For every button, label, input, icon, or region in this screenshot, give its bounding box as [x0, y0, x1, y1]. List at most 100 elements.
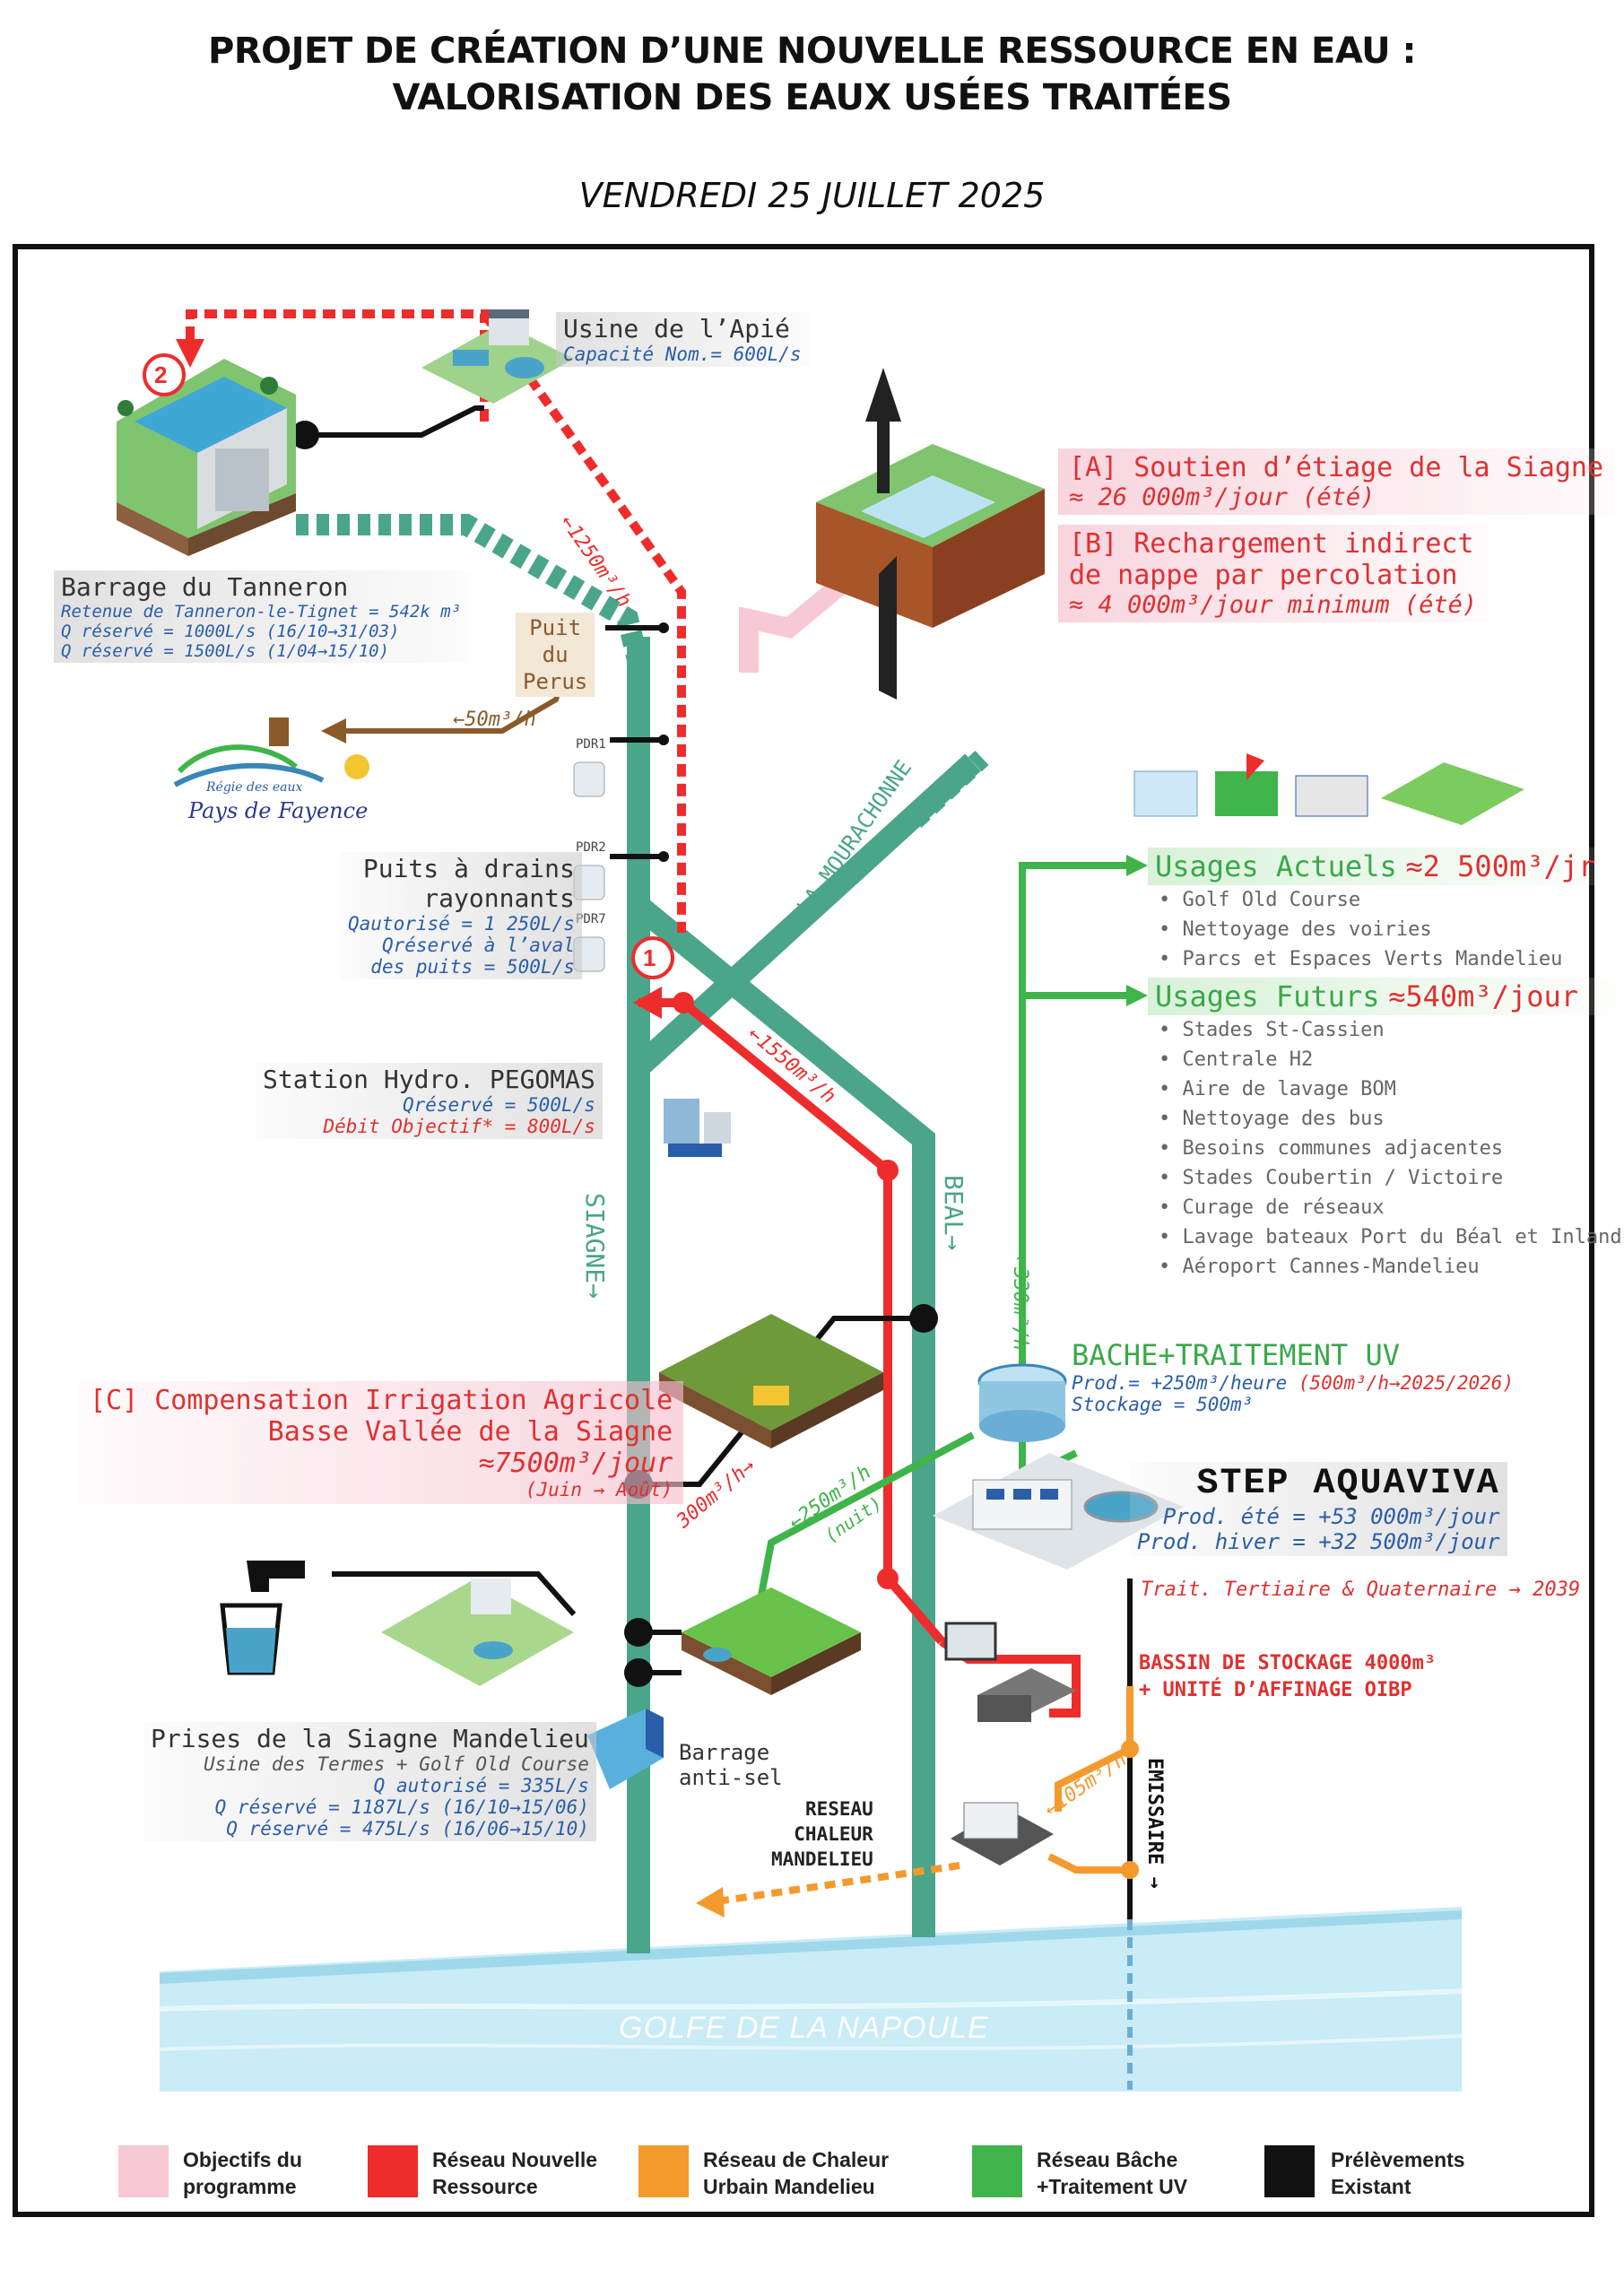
apie-name: Usine de l’Apié — [563, 314, 790, 344]
usages-actuels-item: • Parcs et Espaces Verts Mandelieu — [1159, 948, 1563, 970]
puits-line1: Qautorisé = 1 250L/s — [348, 913, 575, 935]
legend-swatch-chaleur — [638, 2145, 689, 2197]
bache-illustration — [977, 1363, 1067, 1442]
objective-a-value: ≈ 26 000m³/jour (été) — [1069, 483, 1376, 511]
usages-futurs-list: • Stades St-Cassien• Centrale H2• Aire d… — [1148, 1015, 1622, 1282]
usages-futurs-item: • Besoins communes adjacentes — [1159, 1137, 1504, 1160]
apie-plant-illustration — [421, 309, 574, 404]
usages-futurs-item: • Nettoyage des bus — [1159, 1108, 1385, 1130]
tanneron-line3: Q réservé = 1500L/s (1/04→15/10) — [61, 641, 390, 661]
step-trait: Trait. Tertiaire & Quaternaire → 2039 — [1141, 1578, 1581, 1601]
title-line1: PROJET DE CRÉATION D’UNE NOUVELLE RESSOU… — [208, 30, 1417, 72]
legend-text-nouvelle-ressource: Réseau Nouvelle Ressource — [432, 2146, 597, 2200]
orange-node — [1121, 1861, 1139, 1879]
step-title: STEP AQUAVIVA — [1196, 1464, 1500, 1504]
step-label: STEP AQUAVIVA Prod. été = +53 000m³/jour… — [1130, 1462, 1507, 1556]
chaleur-line2: CHALEUR — [794, 1823, 873, 1845]
tanneron-name: Barrage du Tanneron — [61, 572, 349, 602]
legend-swatch-objectifs — [118, 2145, 169, 2197]
bache-title: BACHE+TRAITEMENT UV — [1072, 1338, 1401, 1372]
usages-futurs-item: • Aéroport Cannes-Mandelieu — [1159, 1256, 1480, 1278]
objective-arrow — [739, 575, 850, 673]
objective-b-value: ≈ 4 000m³/jour minimum (été) — [1069, 591, 1478, 619]
pdr7-label: PDR7 — [576, 912, 606, 926]
usages-actuels-value: ≈2 500m³/jr — [1405, 849, 1596, 883]
objective-a-label: [A] Soutien d’étiage de la Siagne ≈ 26 0… — [1058, 448, 1615, 515]
pegomas-illustration — [664, 1099, 731, 1157]
aquifer-illustration — [816, 368, 1045, 700]
legend-nouvelle-line2: Ressource — [432, 2175, 538, 2198]
field-illustration — [659, 1314, 883, 1448]
objective-c-label: [C] Compensation Irrigation Agricole Bas… — [79, 1381, 684, 1504]
usages-actuels: Usages Actuels ≈2 500m³/jr • Golf Old Co… — [1148, 848, 1603, 974]
puits-drains-label: Puits à drains rayonnants Qautorisé = 1 … — [341, 852, 582, 979]
step-ete: Prod. été = +53 000m³/jour — [1162, 1504, 1500, 1529]
siagne-label: SIAGNE→ — [580, 1193, 610, 1300]
orange-arrow — [696, 1887, 725, 1918]
usages-actuels-title: Usages Actuels — [1155, 849, 1397, 883]
pegomas-line1: Qréservé = 500L/s — [402, 1094, 595, 1116]
legend-objectifs-line2: programme — [183, 2175, 297, 2198]
bache-prod-red: (500m³/h→2025/2026) — [1298, 1372, 1515, 1394]
bache-prod: Prod.= +250m³/heure — [1072, 1372, 1288, 1394]
legend-swatch-bache — [972, 2145, 1022, 2197]
objective-c-period: (Juin → Août) — [525, 1479, 673, 1500]
objective-b-title2: de nappe par percolation — [1069, 560, 1458, 591]
brown-arrow — [321, 718, 346, 744]
dam-illustration — [117, 359, 296, 556]
red-arrow-left — [633, 987, 662, 1019]
date: VENDREDI 25 JUILLET 2025 — [578, 176, 1046, 215]
usages-futurs-item: • Centrale H2 — [1159, 1048, 1314, 1071]
objective-b-label: [B] Rechargement indirect de nappe par p… — [1058, 525, 1489, 622]
perus-line1: Puit — [529, 615, 582, 640]
legend-nouvelle-line1: Réseau Nouvelle — [432, 2148, 598, 2171]
prises-plant-illustration — [381, 1578, 574, 1686]
river-mourachonne — [908, 750, 989, 829]
prises-line2: Q autorisé = 335L/s — [373, 1775, 589, 1796]
bache-label: BACHE+TRAITEMENT UV Prod.= +250m³/heure … — [1072, 1338, 1514, 1415]
pdr2-label: PDR2 — [576, 840, 606, 855]
sea — [159, 1907, 1463, 2092]
legend-objectifs-line1: Objectifs du — [183, 2148, 302, 2171]
pegomas-line2: Débit Objectif* = 800L/s — [323, 1116, 595, 1137]
green-arrow — [1126, 985, 1148, 1006]
usages-futurs: Usages Futurs ≈540m³/jour • Stades St-Ca… — [1148, 978, 1622, 1282]
legend-swatch-nouvelle-ressource — [368, 2145, 418, 2197]
usages-futurs-item: • Curage de réseaux — [1159, 1196, 1385, 1219]
legend-chaleur-line1: Réseau de Chaleur — [703, 2148, 890, 2171]
golf-illustration — [682, 1587, 861, 1695]
emissaire-label: EMISSAIRE → — [1143, 1758, 1166, 1889]
flow-330: ←330m³/h — [1009, 1256, 1031, 1351]
marker-1 — [631, 936, 674, 979]
marker-1-label: 1 — [643, 944, 656, 971]
diagram-frame — [13, 244, 1594, 2217]
usages-actuels-list: • Golf Old Course • Nettoyage des voiries… — [1148, 885, 1602, 974]
usages-futurs-item: • Lavage bateaux Port du Béal et Inland — [1159, 1226, 1622, 1248]
red-node — [877, 1160, 899, 1181]
chaleur-line3: MANDELIEU — [771, 1848, 873, 1870]
usages-futurs-item: • Aire de lavage BOM — [1159, 1078, 1396, 1100]
objective-a-title: [A] Soutien d’étiage de la Siagne — [1069, 452, 1604, 483]
barrage-antisel-label: Barrage anti-sel — [679, 1740, 783, 1790]
bassin-illustration — [944, 1622, 1076, 1722]
legend-bache-line1: Réseau Bâche — [1037, 2148, 1178, 2171]
puits-line2: Qréservé à l’aval — [381, 935, 575, 956]
legend-swatch-prelevements — [1264, 2145, 1315, 2197]
apie-label: Usine de l’Apié Capacité Nom.= 600L/s — [556, 312, 809, 367]
prises-line1: Usine des Termes + Golf Old Course — [204, 1753, 589, 1775]
pdr1-label: PDR1 — [576, 737, 606, 752]
reseau-chaleur-label: RESEAU CHALEUR MANDELIEU — [771, 1796, 873, 1872]
river-upper-dashed — [296, 514, 649, 666]
bassin-label: BASSIN DE STOCKAGE 4000m³ + UNITÉ D’AFFI… — [1139, 1650, 1436, 1704]
objective-c-value: ≈7500m³/jour — [478, 1448, 673, 1479]
marker-2-label: 2 — [154, 361, 168, 388]
usages-futurs-title: Usages Futurs — [1155, 979, 1380, 1013]
pegomas-name: Station Hydro. PEGOMAS — [263, 1065, 595, 1094]
usages-actuels-item: • Nettoyage des voiries — [1159, 918, 1432, 941]
fayence-line2: Pays de Fayence — [188, 798, 369, 823]
orange-node — [1121, 1740, 1139, 1758]
legend-text-chaleur: Réseau de Chaleur Urbain Mandelieu — [703, 2146, 889, 2200]
usages-actuels-item: • Golf Old Course — [1159, 889, 1361, 911]
fayence-line1: Régie des eaux — [206, 780, 303, 795]
usages-futurs-value: ≈540m³/jour — [1388, 979, 1579, 1013]
